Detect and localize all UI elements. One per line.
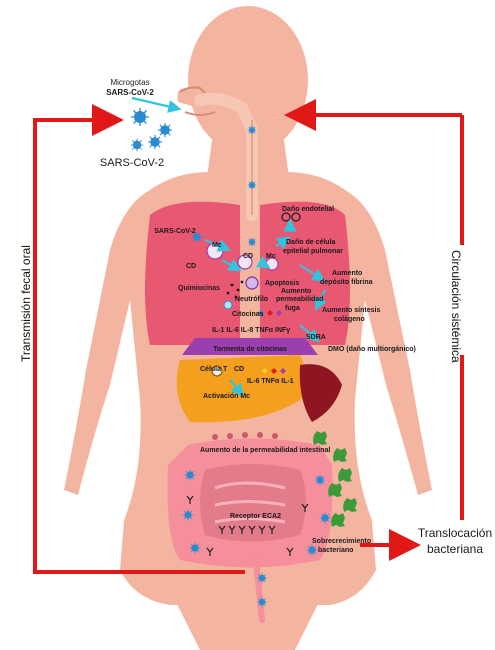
label-cd-left: CD <box>186 263 196 270</box>
transmission-arrows <box>33 99 464 574</box>
label-mc-center: Mc <box>266 253 276 260</box>
label-fibrin-1: Aumento <box>332 270 362 277</box>
label-collagen-1: Aumento síntesis <box>322 307 380 314</box>
label-sdra: SDRA <box>306 334 326 341</box>
label-microdroplets-2: SARS-CoV-2 <box>106 88 154 97</box>
label-intestinal-permeability: Aumento de la permeabilidad intestinal <box>200 447 330 454</box>
label-quimiocinas: Quimiocinas <box>178 285 220 292</box>
label-endothelial-damage: Daño endotelial <box>282 206 334 213</box>
label-cytokine-list: IL-1 IL-6 IL-8 TNFα INFγ <box>212 327 290 334</box>
label-cd-liver: CD <box>234 366 244 373</box>
label-fibrin-2: depósito fibrina <box>320 279 373 286</box>
label-ace2-receptor: Receptor ECA2 <box>230 513 281 520</box>
label-bacterial-overgrowth-1: Sobrecrecimiento <box>312 538 371 545</box>
label-neutrofilo: Neutrófilo <box>235 296 268 303</box>
label-translocation-2: bacteriana <box>427 542 483 556</box>
label-liver-cytokines: IL-6 TNFα IL-1 <box>247 378 294 385</box>
label-permeability-2: permeabilidad <box>276 296 323 303</box>
label-sars-cov-2-big: SARS-CoV-2 <box>100 157 164 169</box>
cytokine-markers <box>249 310 286 374</box>
label-mc-left: Mc <box>212 242 222 249</box>
label-epithelial-damage-2: epitelial pulmonar <box>283 248 343 255</box>
label-bacterial-overgrowth-2: bacteriano <box>318 547 353 554</box>
airway <box>194 92 258 221</box>
flow-arrows <box>131 96 327 398</box>
intestine <box>167 438 333 568</box>
label-microdroplets-1: Microgotas <box>110 78 149 87</box>
label-citocinas: Citocinas <box>232 311 264 318</box>
label-sars-cov-2-lung: SARS-CoV-2 <box>154 228 196 235</box>
spleen <box>299 364 342 422</box>
face-profile <box>179 86 216 116</box>
label-systemic-circulation: Circulación sistémica <box>449 250 463 363</box>
label-dmo: DMO (daño multiorgánico) <box>328 346 416 353</box>
label-cytokine-storm: Tormenta de citocinas <box>213 346 287 353</box>
label-apoptosis: Apoptosis <box>265 280 299 287</box>
label-permeability-1: Aumento <box>281 288 311 295</box>
label-mc-activation: Activación Mc <box>203 393 250 400</box>
label-fecal-oral: Transmisión fecal oral <box>19 245 33 362</box>
rectum <box>253 557 265 623</box>
label-epithelial-damage-1: Daño de célula <box>286 239 336 246</box>
intestinal-villi <box>212 432 278 440</box>
left-lung <box>145 201 240 345</box>
cytokine-storm-band <box>182 338 318 355</box>
labels: Microgotas SARS-CoV-2 SARS-CoV-2 SARS-Co… <box>19 78 492 556</box>
label-cd-center: CD <box>243 253 253 260</box>
label-t-cell: Célula T <box>200 366 228 373</box>
label-collagen-2: colágeno <box>334 316 365 323</box>
label-permeability-3: fuga <box>285 305 300 312</box>
label-translocation-1: Translocación <box>418 526 492 540</box>
